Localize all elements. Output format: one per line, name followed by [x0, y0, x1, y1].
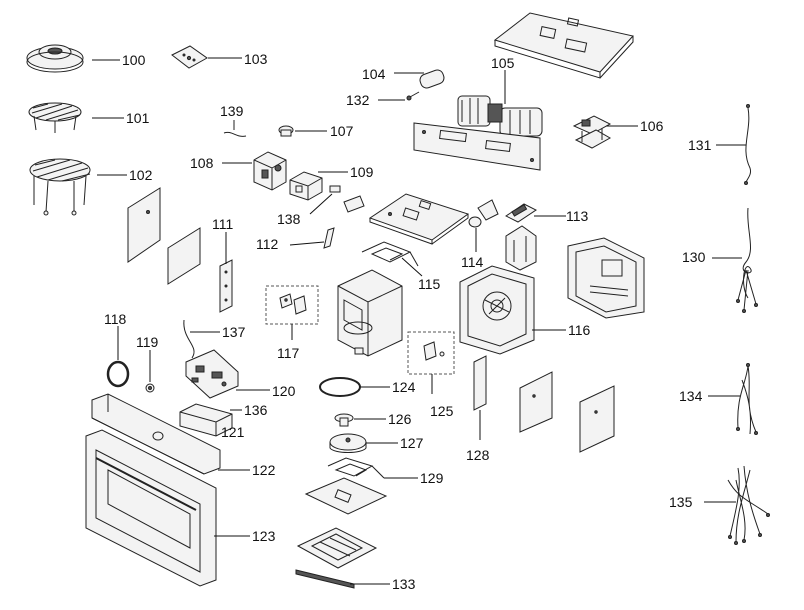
leader-112 [289, 241, 325, 246]
label-132: 130 [682, 249, 706, 265]
part-112-latch [323, 227, 335, 249]
label-106: 106 [640, 118, 664, 134]
part-133-screw [406, 91, 420, 101]
part-top-cover [493, 12, 634, 79]
leader-138 [309, 193, 333, 215]
part-rear-bracket [413, 122, 541, 171]
part-130-strip [295, 569, 355, 589]
part-124-roller-ring [319, 377, 361, 397]
label-127: 127 [400, 435, 424, 451]
label-109: 109 [350, 164, 374, 180]
part-base-plate [304, 477, 388, 515]
label-115: 115 [418, 276, 441, 292]
part-base-frame [296, 527, 378, 569]
label-117: 117 [277, 345, 300, 361]
label-101: 101 [126, 110, 150, 126]
part-rear-panel [567, 237, 645, 319]
part-104-capacitor [419, 69, 445, 89]
label-113: 113 [566, 208, 589, 224]
part-103-plate [171, 45, 208, 69]
part-131-wire [744, 104, 751, 185]
label-129: 129 [420, 470, 444, 486]
label-131: 131 [688, 137, 712, 153]
label-135: 135 [669, 494, 693, 510]
part-132-harness [736, 207, 758, 313]
label-104: 104 [362, 66, 386, 82]
part-113-board [505, 203, 537, 223]
part-118-gasket [106, 360, 130, 388]
label-128: 128 [466, 447, 490, 463]
part-116-front-frame [459, 265, 535, 355]
part-lamp-bracket [505, 225, 537, 271]
label-116: 116 [568, 322, 591, 338]
label-100: 100 [122, 52, 146, 68]
label-133: 132 [346, 92, 370, 108]
label-136: 136 [244, 402, 268, 418]
part-106-bracket [572, 115, 612, 149]
label-126: 126 [388, 411, 412, 427]
part-122-control-panel [91, 393, 221, 475]
part-120-control-board [185, 349, 239, 399]
label-119: 119 [136, 334, 159, 350]
part-side-panel-right [519, 371, 553, 433]
part-102-high-rack [29, 158, 91, 216]
part-inner-top-plate [368, 193, 470, 245]
leader-115 [401, 257, 423, 277]
part-125-switch-group [407, 331, 455, 375]
part-side-panel-right-2 [579, 385, 615, 453]
part-107-thermostat [278, 125, 294, 137]
part-123-door [85, 429, 217, 587]
label-125: 125 [430, 403, 454, 419]
part-100-turntable [26, 44, 84, 73]
label-122: 122 [252, 462, 276, 478]
label-139: 139 [220, 103, 244, 119]
part-side-panel-2 [167, 227, 201, 285]
part-117-hinge-group [265, 285, 319, 325]
part-119-disc [145, 383, 155, 393]
label-103: 103 [244, 51, 268, 67]
label-108: 108 [190, 155, 214, 171]
label-118: 118 [104, 311, 127, 327]
part-137-wire [183, 319, 195, 359]
label-102: 102 [129, 167, 153, 183]
part-101-low-rack [28, 102, 82, 133]
part-134-harness [736, 363, 758, 435]
part-105-fan-motor [457, 95, 543, 137]
part-111-rail [219, 259, 233, 313]
part-oven-cavity [337, 269, 403, 357]
part-109-module [289, 171, 323, 201]
label-134: 134 [679, 388, 703, 404]
part-side-panel [127, 187, 161, 263]
part-129-heater [327, 457, 385, 479]
part-108-transformer [253, 151, 287, 191]
label-111: 111 [212, 216, 233, 232]
part-135-harness-bundle [727, 465, 770, 545]
part-127-turntable-motor [329, 433, 367, 453]
part-126-coupler [334, 413, 354, 427]
part-115-heater [361, 241, 419, 267]
label-130: 133 [392, 576, 416, 592]
part-138-clips [329, 185, 365, 213]
label-105: 105 [491, 55, 515, 71]
label-137: 137 [222, 324, 246, 340]
part-114-lamp [468, 199, 499, 228]
label-121: 121 [221, 424, 245, 440]
part-139-wire [223, 120, 247, 137]
part-136-module [179, 403, 233, 437]
part-128-rail [473, 355, 487, 411]
label-138: 138 [277, 211, 301, 227]
label-107: 107 [330, 123, 354, 139]
label-120: 120 [272, 383, 296, 399]
label-114: 114 [461, 254, 484, 270]
label-112: 112 [256, 236, 279, 252]
label-123: 123 [252, 528, 276, 544]
label-124: 124 [392, 379, 416, 395]
